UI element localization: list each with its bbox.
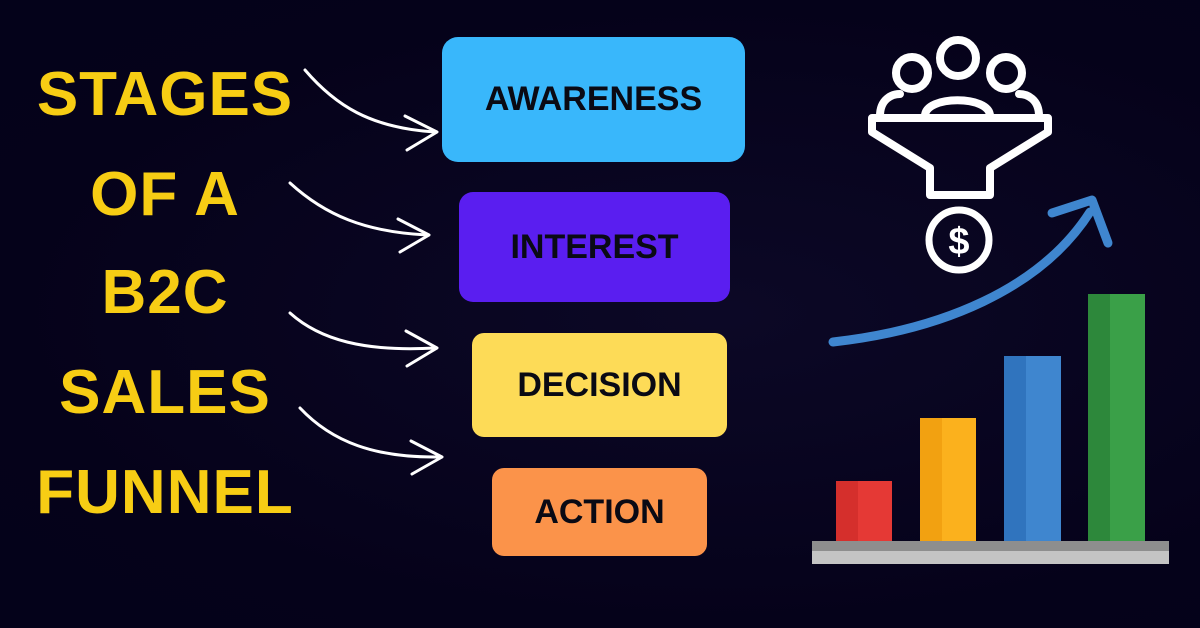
arrow-to-action	[298, 406, 444, 476]
stage-interest: INTEREST	[459, 192, 730, 302]
bar-4-shade	[1088, 294, 1110, 541]
bar-1-shade	[836, 481, 858, 541]
title-line-3: B2C	[101, 258, 229, 327]
stage-decision: DECISION	[472, 333, 727, 437]
stage-action-label: ACTION	[534, 492, 665, 531]
title-line-5: FUNNEL	[36, 458, 294, 527]
bar-2	[920, 418, 976, 541]
stage-decision-label: DECISION	[517, 365, 682, 404]
stage-interest-label: INTEREST	[510, 227, 679, 266]
bar-4	[1088, 294, 1145, 541]
stage-awareness-label: AWARENESS	[484, 80, 703, 118]
arrow-to-interest	[288, 181, 431, 254]
svg-text:$: $	[948, 221, 969, 263]
bar-3	[1004, 356, 1061, 541]
bar-2-shade	[920, 418, 942, 541]
bar-1	[836, 481, 892, 541]
title-line-1: STAGES	[36, 60, 294, 129]
arrow-to-decision	[288, 311, 439, 368]
growth-arrow-icon	[828, 195, 1113, 347]
chart-base-top	[812, 541, 1169, 551]
title-line-2: OF A	[90, 160, 240, 229]
bar-3-shade	[1004, 356, 1026, 541]
stage-action: ACTION	[492, 468, 707, 556]
customer-funnel-icon	[868, 36, 1052, 199]
chart-base-bottom	[812, 551, 1169, 564]
growth-bar-chart-icon	[812, 294, 1169, 564]
arrow-to-awareness	[303, 68, 439, 152]
title-line-4: SALES	[59, 358, 271, 427]
stage-awareness: AWARENESS	[442, 37, 745, 162]
dollar-coin-icon: $	[925, 206, 993, 274]
